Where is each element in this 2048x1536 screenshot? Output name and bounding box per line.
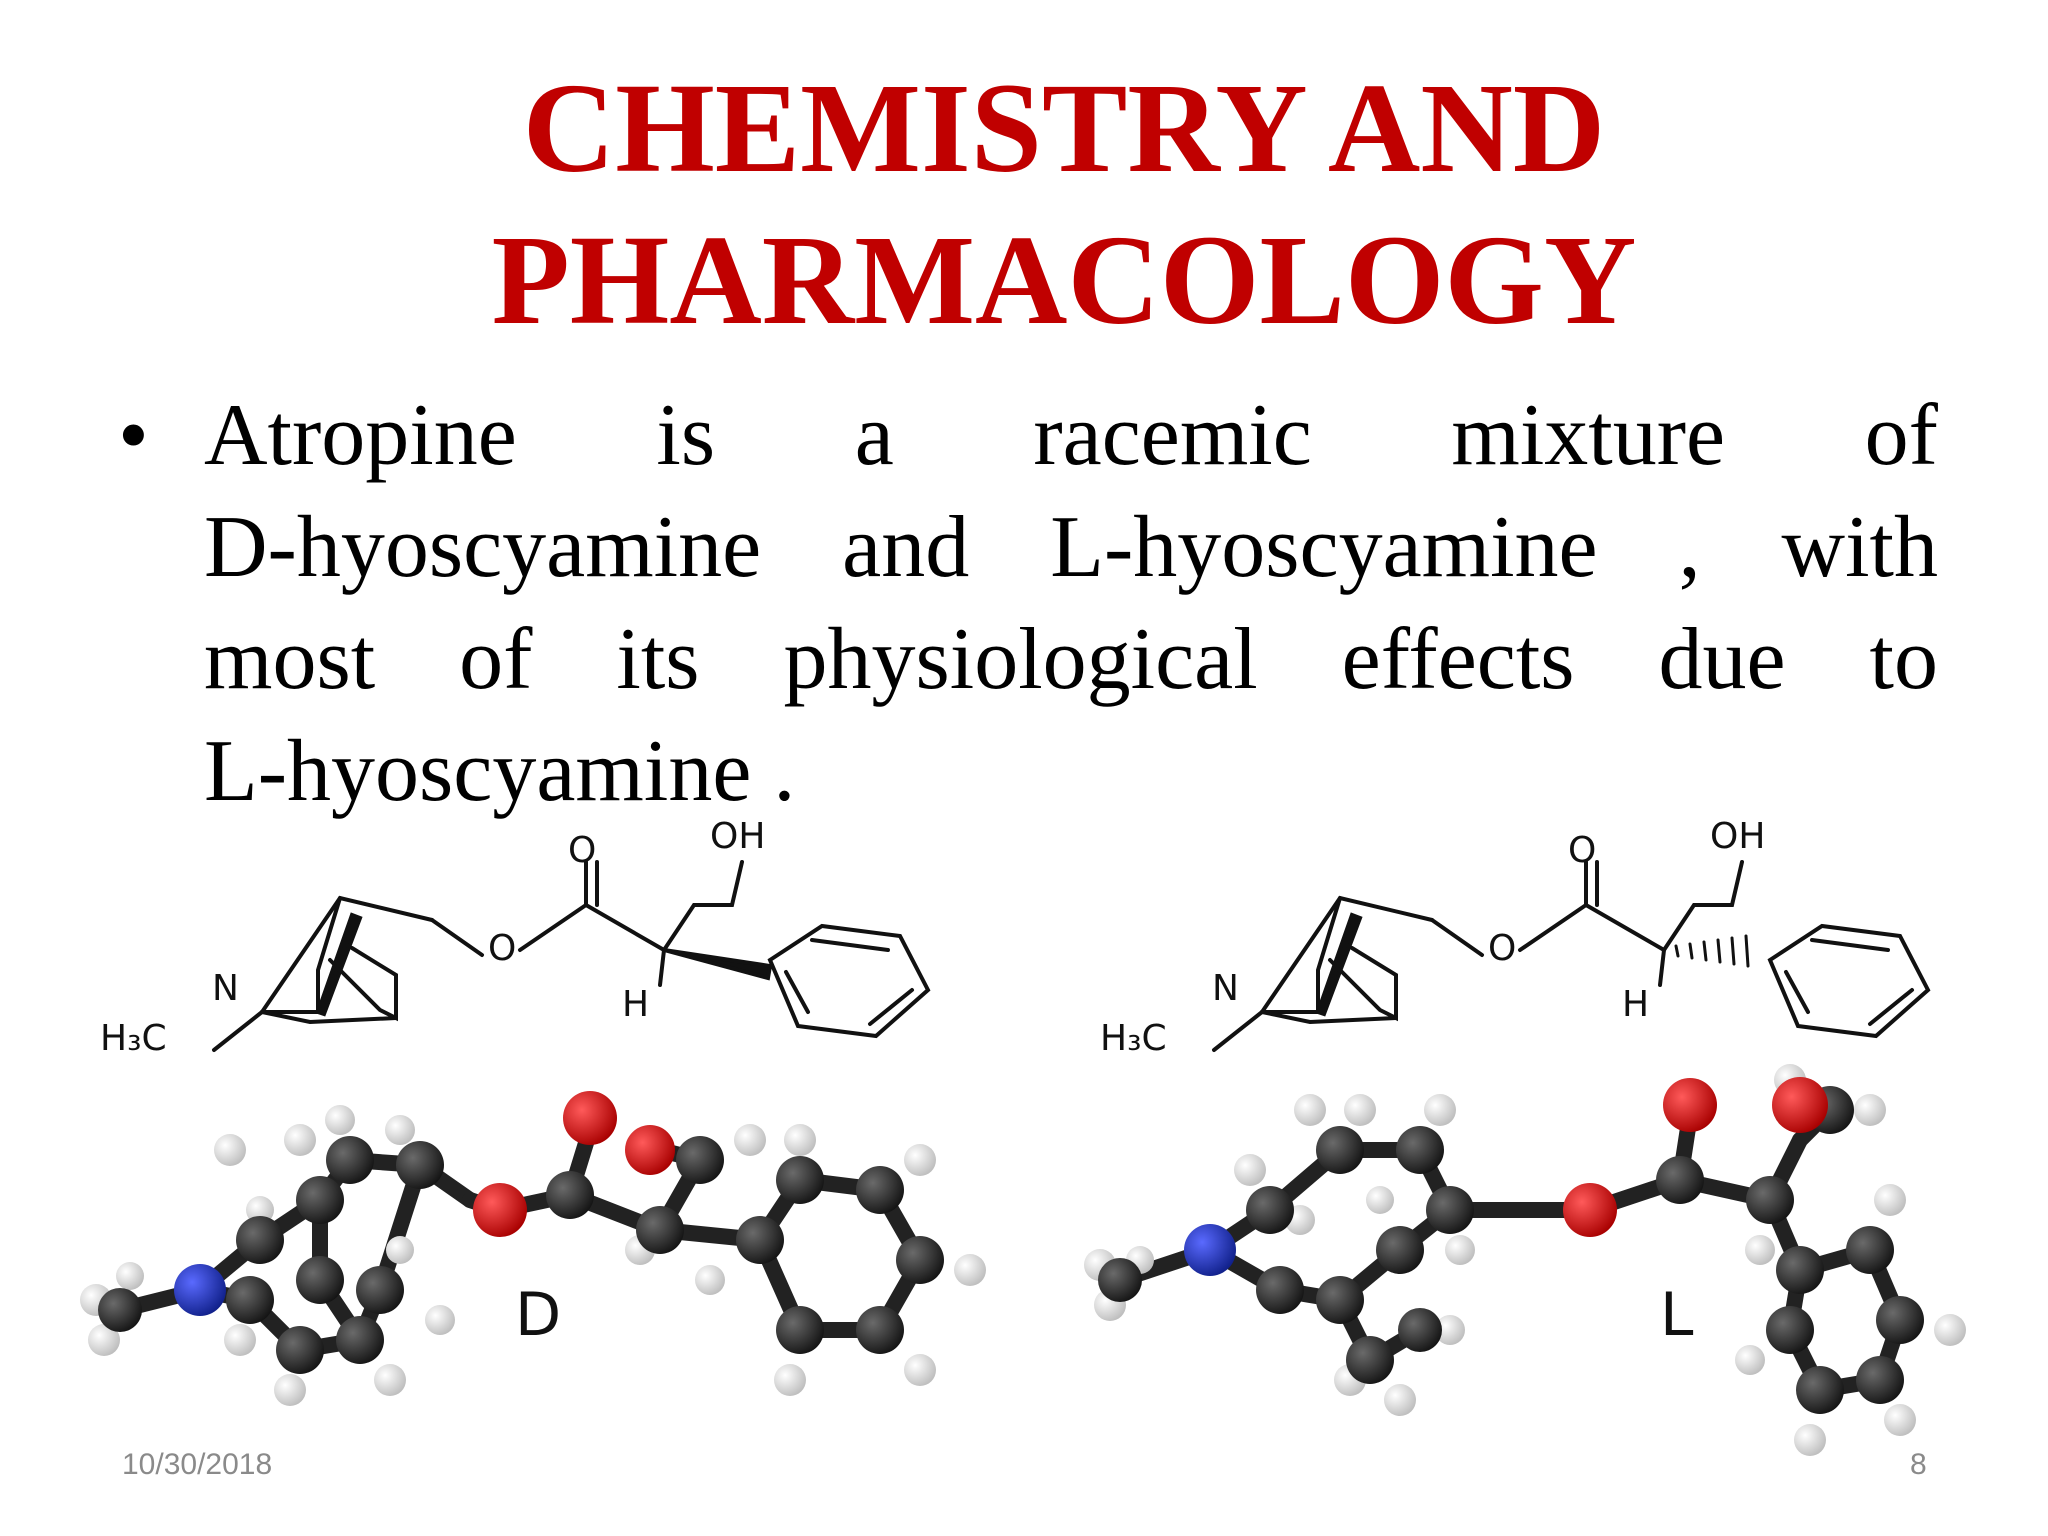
left-model-label: D bbox=[515, 1280, 561, 1350]
left-ester-oxygen-label: O bbox=[488, 928, 516, 969]
bullet-line-3: most of its physiological effects due to bbox=[204, 611, 1938, 708]
footer-page-number: 8 bbox=[1910, 1448, 1927, 1481]
right-methyl-label: H₃C bbox=[1100, 1018, 1167, 1059]
left-hydrogen-label: H bbox=[622, 984, 649, 1025]
slide-title-line-1: CHEMISTRY AND bbox=[522, 57, 1606, 199]
left-ball-and-stick-model: D bbox=[80, 1091, 986, 1406]
left-methyl-label: H₃C bbox=[100, 1018, 167, 1059]
left-skeletal-structure bbox=[212, 860, 931, 1052]
bullet-line-1: Atropine is a racemic mixture of bbox=[204, 387, 1938, 484]
left-hydroxyl-label: OH bbox=[710, 816, 765, 857]
left-nitrogen-label: N bbox=[212, 968, 239, 1009]
right-ball-and-stick-model: L bbox=[1084, 1064, 1966, 1456]
right-oxygen-label: O bbox=[1568, 830, 1596, 871]
bullet-dot: • bbox=[118, 387, 149, 484]
footer-date: 10/30/2018 bbox=[122, 1448, 273, 1481]
bullet-line-2: D-hyoscyamine and L-hyoscyamine , with bbox=[204, 499, 1938, 596]
left-skeletal-labels: O OH O N H H₃C bbox=[100, 816, 765, 1059]
bullet-text: Atropine is a racemic mixture of D-hyosc… bbox=[204, 380, 1938, 828]
right-hydroxyl-label: OH bbox=[1710, 816, 1765, 857]
right-nitrogen-label: N bbox=[1212, 968, 1239, 1009]
bullet-line-4: L-hyoscyamine . bbox=[204, 723, 796, 820]
right-skeletal-labels: O OH O N H H₃C bbox=[1100, 816, 1765, 1059]
right-hydrogen-label: H bbox=[1622, 984, 1649, 1025]
right-skeletal-structure bbox=[1212, 860, 1931, 1052]
right-ester-oxygen-label: O bbox=[1488, 928, 1516, 969]
right-model-label: L bbox=[1660, 1280, 1694, 1350]
left-oxygen-label: O bbox=[568, 830, 596, 871]
slide-title-line-2: PHARMACOLOGY bbox=[491, 209, 1637, 351]
